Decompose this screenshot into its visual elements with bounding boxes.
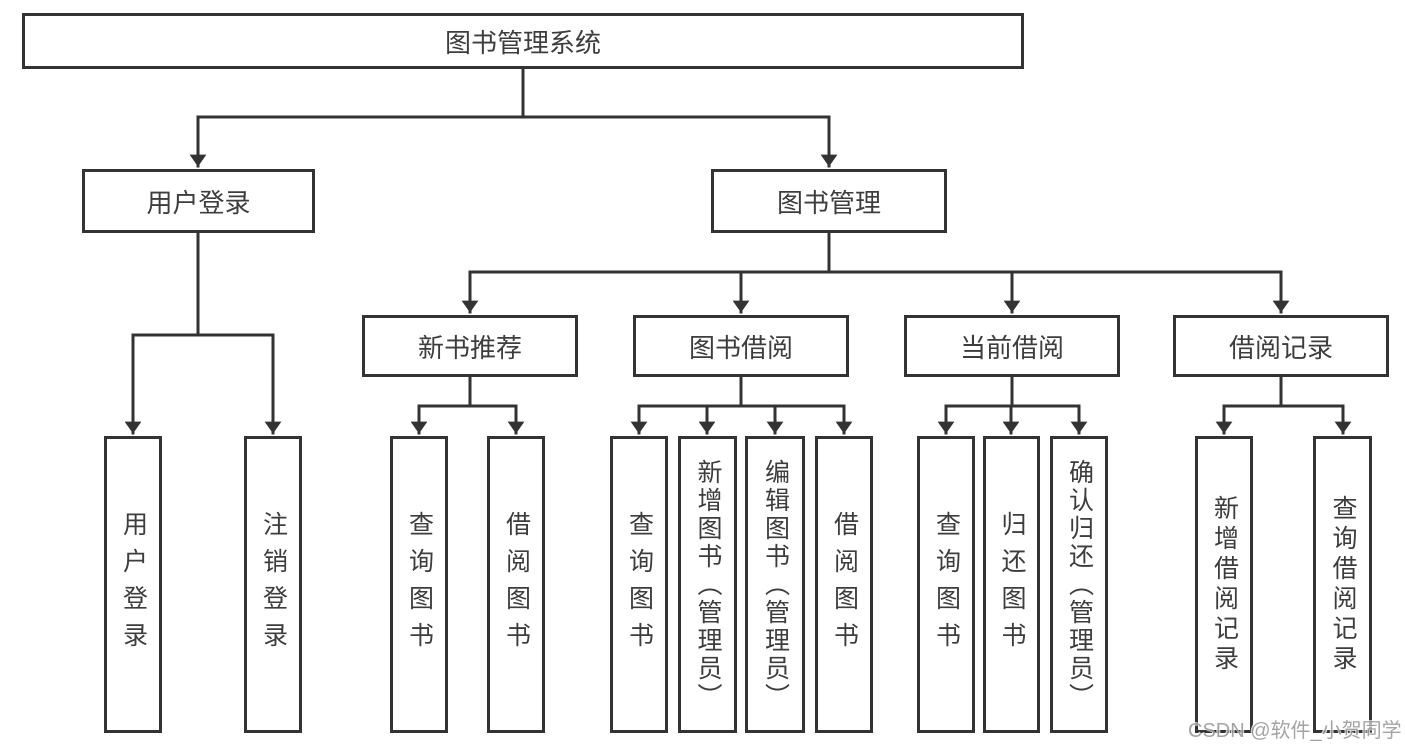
node-book-borrow: 图书借阅	[633, 315, 849, 377]
leaf-add-borrow-record: 新增借阅记录	[1195, 436, 1253, 733]
leaf-edit-book-admin-label: 编辑图书（管理员）	[761, 458, 790, 711]
node-current-borrow-label: 当前借阅	[959, 332, 1064, 363]
borrow-record-connectors	[1215, 375, 1352, 435]
node-user-login: 用户登录	[82, 169, 315, 233]
node-root-label: 图书管理系统	[444, 27, 601, 58]
node-book-borrow-label: 图书借阅	[688, 332, 793, 363]
node-book-management: 图书管理	[711, 169, 947, 233]
node-borrow-record-label: 借阅记录	[1228, 332, 1333, 363]
leaf-query-borrow-record: 查询借阅记录	[1313, 436, 1372, 733]
node-new-book-recommend: 新书推荐	[362, 315, 578, 377]
leaf-query-book-borrow-label: 查询图书	[625, 510, 654, 659]
new-book-recommend-connectors	[410, 375, 525, 435]
leaf-query-book-borrow: 查询图书	[610, 436, 668, 733]
node-root-library-system: 图书管理系统	[22, 13, 1024, 69]
root-to-level2-connectors	[189, 66, 838, 168]
book-management-branch-connectors	[461, 231, 1290, 314]
leaf-query-book-recommend-label: 查询图书	[405, 510, 434, 659]
node-user-login-label: 用户登录	[146, 187, 251, 218]
node-new-book-recommend-label: 新书推荐	[417, 332, 522, 363]
leaf-query-book-current-label: 查询图书	[932, 510, 961, 659]
leaf-confirm-return-admin: 确认归还（管理员）	[1050, 436, 1108, 733]
current-borrow-connectors	[937, 375, 1088, 435]
leaf-borrow-book-recommend: 借阅图书	[487, 436, 545, 733]
leaf-borrow-book: 借阅图书	[815, 436, 873, 733]
leaf-borrow-book-recommend-label: 借阅图书	[502, 510, 531, 659]
leaf-add-book-admin: 新增图书（管理员）	[678, 436, 737, 733]
book-borrow-connectors	[630, 375, 853, 435]
leaf-query-book-recommend: 查询图书	[390, 436, 448, 733]
leaf-add-borrow-record-label: 新增借阅记录	[1210, 494, 1239, 675]
leaf-borrow-book-label: 借阅图书	[830, 510, 859, 659]
leaf-return-book: 归还图书	[983, 436, 1040, 733]
leaf-return-book-label: 归还图书	[998, 510, 1026, 659]
leaf-confirm-return-admin-label: 确认归还（管理员）	[1065, 458, 1094, 711]
node-book-management-label: 图书管理	[776, 187, 881, 218]
leaf-logout: 注销登录	[244, 436, 302, 733]
node-borrow-record: 借阅记录	[1173, 315, 1389, 377]
leaf-query-book-current: 查询图书	[917, 436, 975, 733]
csdn-watermark: CSDN @软件_小贺同学	[1188, 720, 1402, 742]
node-current-borrow: 当前借阅	[904, 315, 1120, 377]
leaf-edit-book-admin: 编辑图书（管理员）	[745, 436, 805, 733]
leaf-add-book-admin-label: 新增图书（管理员）	[694, 458, 722, 711]
leaf-logout-label: 注销登录	[259, 510, 288, 659]
leaf-query-borrow-record-label: 查询借阅记录	[1329, 494, 1357, 675]
leaf-user-login-label: 用户登录	[119, 510, 148, 659]
leaf-user-login: 用户登录	[104, 436, 162, 733]
user-login-branch-connectors	[124, 231, 282, 435]
